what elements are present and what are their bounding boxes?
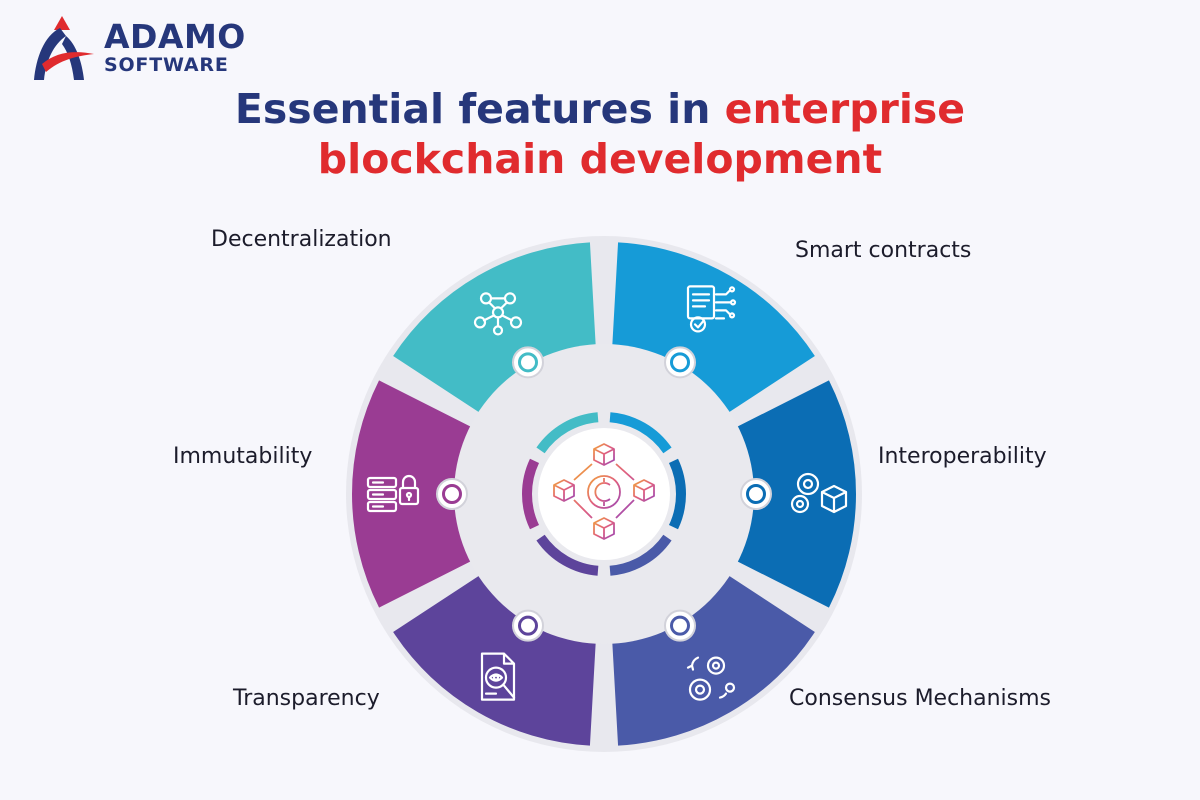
title-highlight: enterprise: [724, 85, 966, 133]
brand-name: ADAMO: [104, 17, 246, 56]
inner-arc-interoperability: [668, 458, 686, 530]
title-highlight-line2: blockchain development: [317, 135, 883, 183]
inner-arc-immutability: [522, 458, 540, 530]
gears-cube-icon: [790, 472, 848, 514]
inner-arc-consensus-mechanisms: [609, 534, 672, 576]
inner-arc-transparency: [536, 534, 599, 576]
feature-label-transparency: Transparency: [233, 686, 380, 711]
network-nodes-icon: [473, 292, 523, 336]
segment-smart-contracts: [611, 242, 815, 418]
connector-dot-immutability: [436, 478, 468, 510]
document-eye-icon: [480, 652, 516, 701]
segment-transparency: [393, 570, 597, 746]
brand-subtitle: SOFTWARE: [104, 54, 229, 76]
feature-label-interoperability: Interoperability: [878, 444, 1047, 469]
feature-label-consensus-mechanisms: Consensus Mechanisms: [789, 686, 1052, 711]
connector-dot-decentralization: [512, 346, 544, 379]
segment-interoperability: [728, 380, 857, 608]
feature-label-smart-contracts: Smart contracts: [795, 238, 972, 263]
sync-gears-icon: [686, 656, 736, 701]
connector-dot-consensus-mechanisms: [664, 609, 696, 642]
adamo-logo-icon: [34, 16, 94, 80]
title-part: Essential features in: [234, 85, 725, 133]
brand-logo: ADAMO SOFTWARE: [30, 14, 270, 84]
inner-arc-smart-contracts: [609, 412, 672, 454]
locked-storage-icon: [366, 474, 420, 513]
feature-label-immutability: Immutability: [173, 444, 313, 469]
inner-arc-decentralization: [536, 412, 599, 454]
connector-dot-smart-contracts: [664, 346, 696, 379]
connector-dot-interoperability: [740, 478, 772, 510]
page-title: Essential features in enterprise blockch…: [0, 84, 1200, 184]
connector-dot-transparency: [512, 609, 544, 642]
contract-document-icon: [686, 285, 737, 333]
blockchain-cubes-icon: [553, 443, 655, 540]
feature-label-decentralization: Decentralization: [211, 227, 392, 252]
segment-immutability: [351, 380, 480, 608]
center-disc: [538, 428, 670, 560]
